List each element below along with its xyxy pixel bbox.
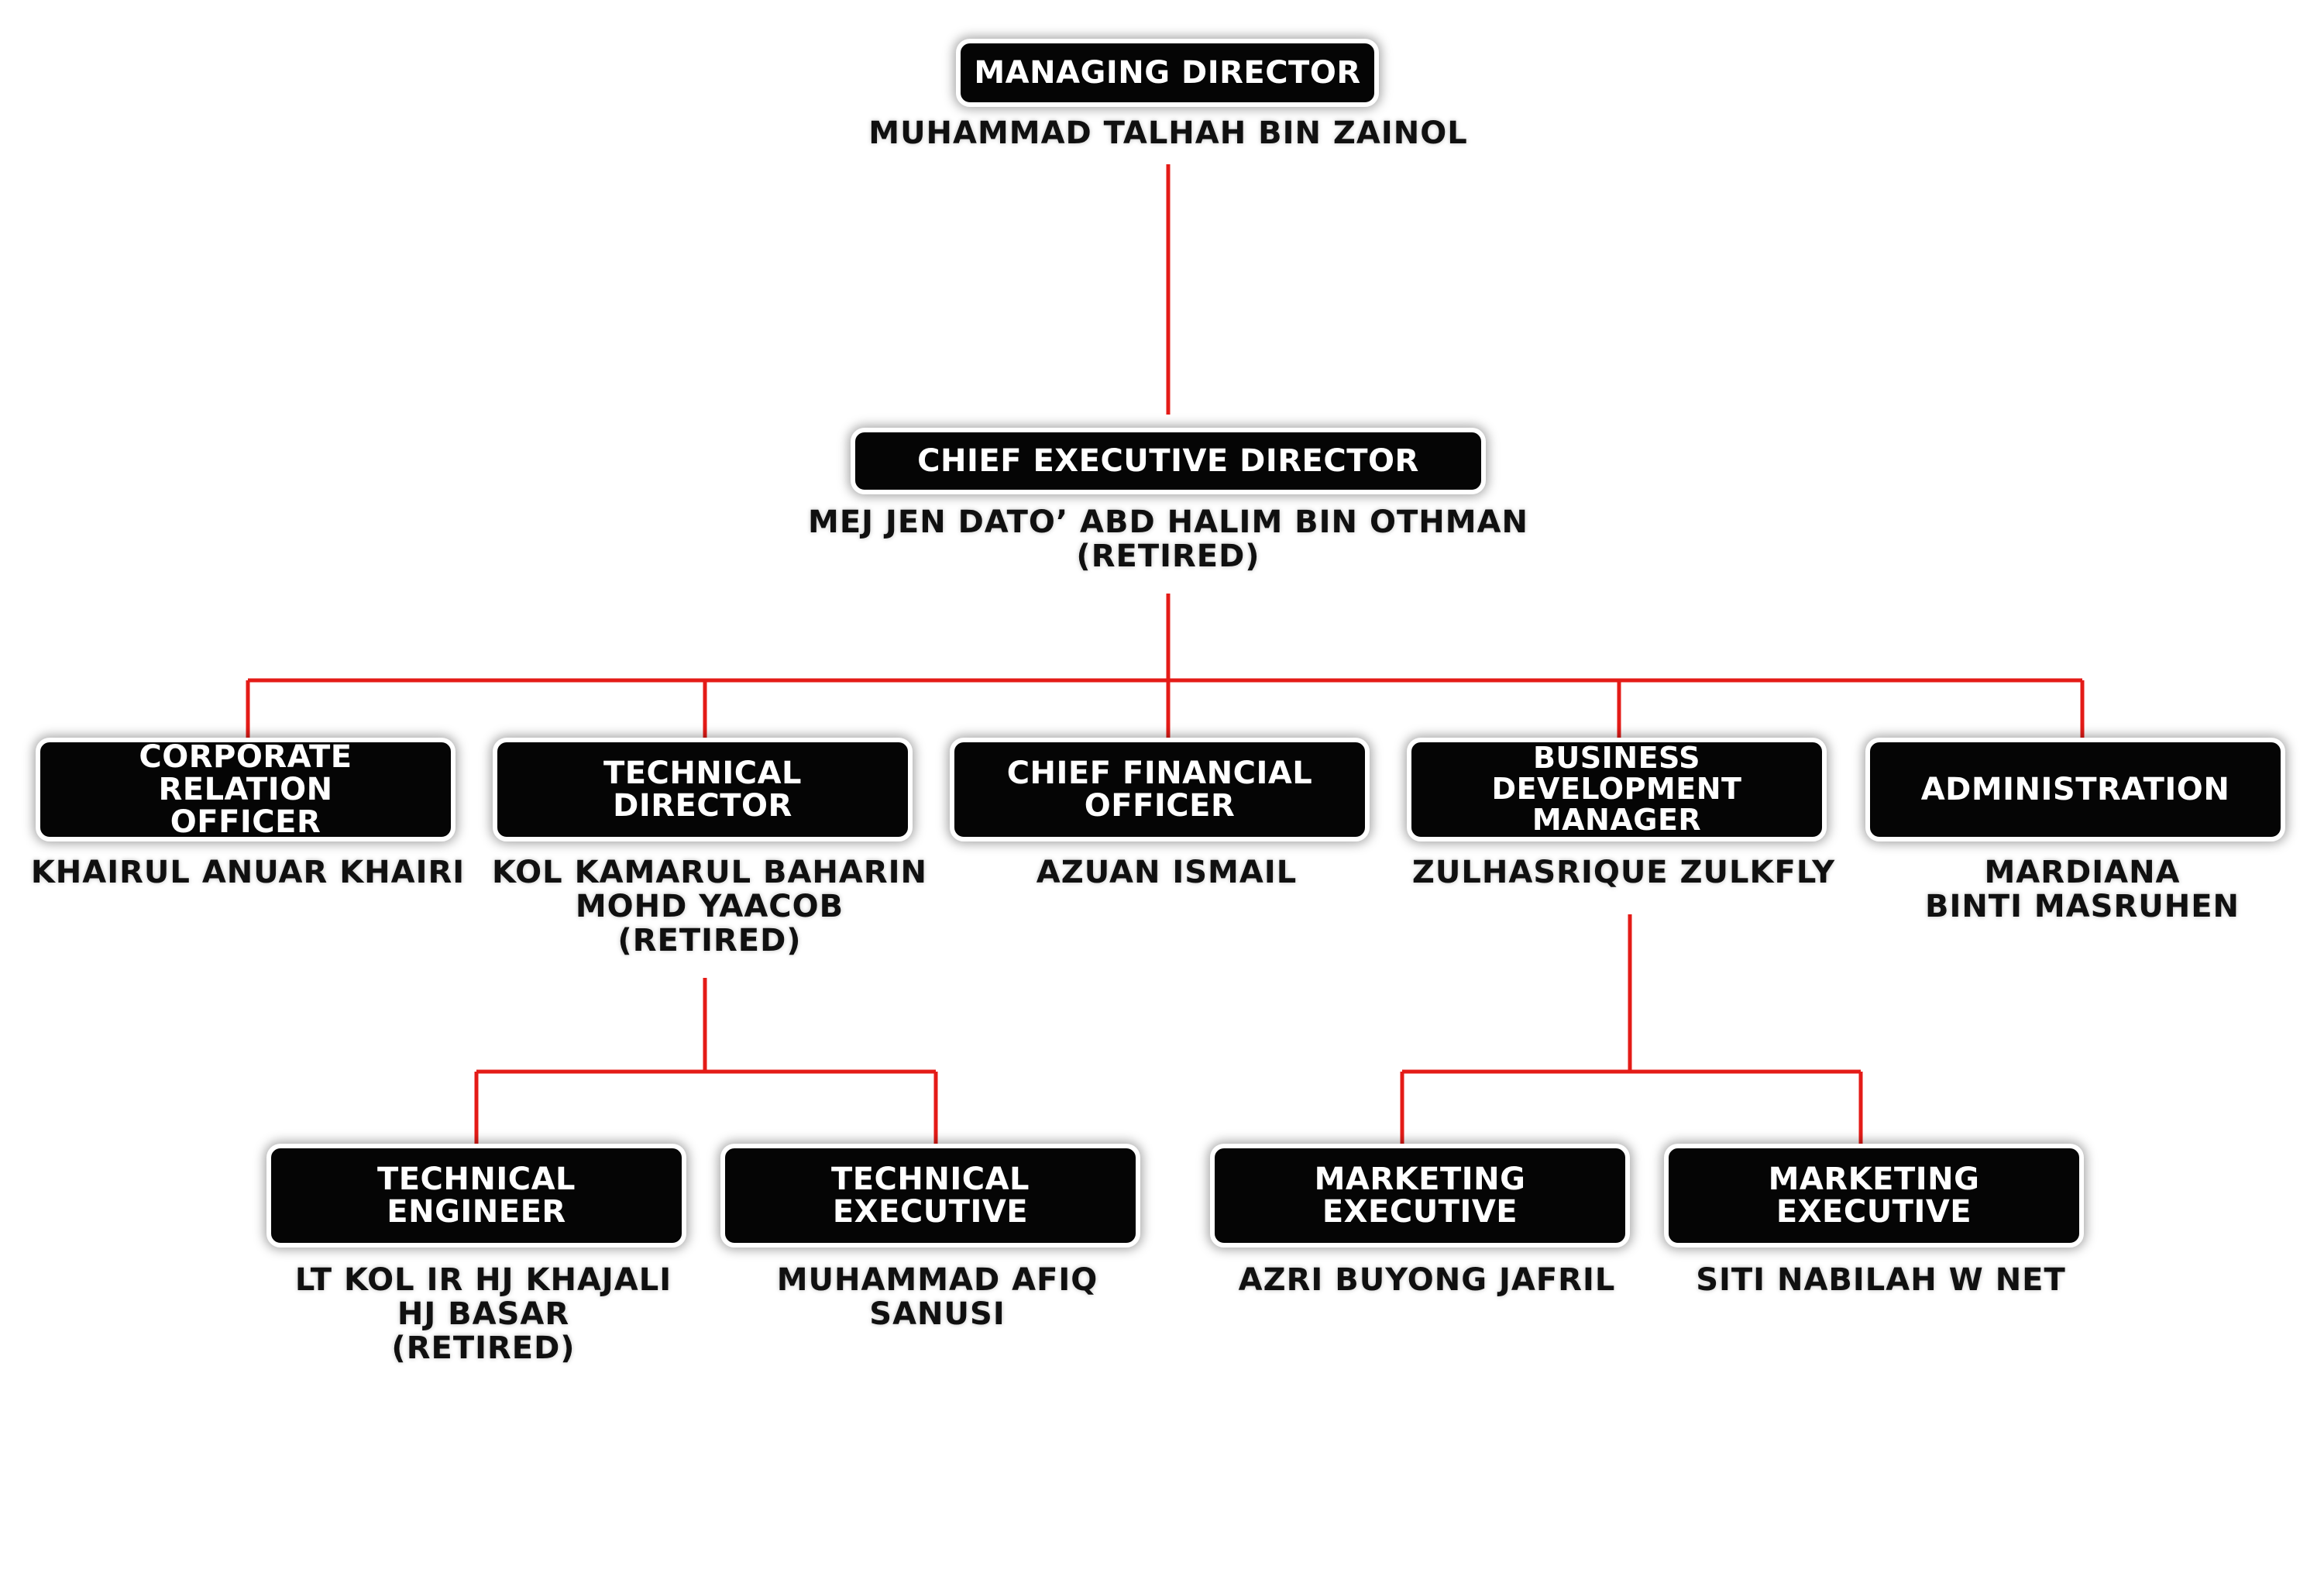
technical-executive-title: TECHNICAL EXECUTIVE	[830, 1162, 1030, 1230]
administration-title-box: ADMINISTRATION	[1865, 738, 2285, 841]
chief-executive-director-title-box: CHIEF EXECUTIVE DIRECTOR	[851, 428, 1486, 494]
business-development-manager-title: BUSINESS DEVELOPMENT MANAGER	[1491, 741, 1742, 837]
marketing-executive-1-name: AZRI BUYONG JAFRIL	[1238, 1262, 1616, 1298]
administration-name: MARDIANA BINTI MASRUHEN	[1924, 855, 2240, 924]
administration-title: ADMINISTRATION	[1920, 772, 2230, 807]
marketing-executive-2-title-box: MARKETING EXECUTIVE	[1664, 1144, 2084, 1248]
technical-director-title: TECHNICAL DIRECTOR	[603, 755, 803, 824]
corporate-relation-officer-name: KHAIRUL ANUAR KHAIRI	[30, 855, 466, 890]
technical-engineer-name: LT KOL IR HJ KHAJALI HJ BASAR (RETIRED)	[294, 1262, 672, 1366]
chief-financial-officer-title-box: CHIEF FINANCIAL OFFICER	[950, 738, 1370, 841]
technical-engineer-title-box: TECHNICAL ENGINEER	[266, 1144, 686, 1248]
corporate-relation-officer-title: CORPORATE RELATION OFFICER	[139, 739, 352, 840]
technical-executive-title-box: TECHNICAL EXECUTIVE	[720, 1144, 1140, 1248]
marketing-executive-2-title: MARKETING EXECUTIVE	[1768, 1162, 1980, 1230]
managing-director-title-box: MANAGING DIRECTOR	[956, 39, 1379, 107]
business-development-manager-name: ZULHASRIQUE ZULKFLY	[1411, 855, 1836, 890]
managing-director-title: MANAGING DIRECTOR	[974, 55, 1361, 91]
corporate-relation-officer-title-box: CORPORATE RELATION OFFICER	[36, 738, 456, 841]
chief-financial-officer-name: AZUAN ISMAIL	[1036, 855, 1298, 890]
business-development-manager-title-box: BUSINESS DEVELOPMENT MANAGER	[1407, 738, 1827, 841]
chief-executive-director-name: MEJ JEN DATO’ ABD HALIM BIN OTHMAN (RETI…	[808, 504, 1528, 574]
marketing-executive-1-title: MARKETING EXECUTIVE	[1314, 1162, 1526, 1230]
technical-executive-name: MUHAMMAD AFIQ SANUSI	[776, 1262, 1098, 1332]
chief-executive-director-title: CHIEF EXECUTIVE DIRECTOR	[917, 443, 1419, 479]
marketing-executive-2-name: SITI NABILAH W NET	[1696, 1262, 2066, 1298]
marketing-executive-1-title-box: MARKETING EXECUTIVE	[1210, 1144, 1630, 1248]
technical-engineer-title: TECHNICAL ENGINEER	[376, 1162, 576, 1230]
managing-director-name: MUHAMMAD TALHAH BIN ZAINOL	[868, 115, 1468, 151]
chief-financial-officer-title: CHIEF FINANCIAL OFFICER	[1006, 755, 1313, 824]
technical-director-title-box: TECHNICAL DIRECTOR	[493, 738, 913, 841]
technical-director-name: KOL KAMARUL BAHARIN MOHD YAACOB (RETIRED…	[491, 855, 928, 958]
